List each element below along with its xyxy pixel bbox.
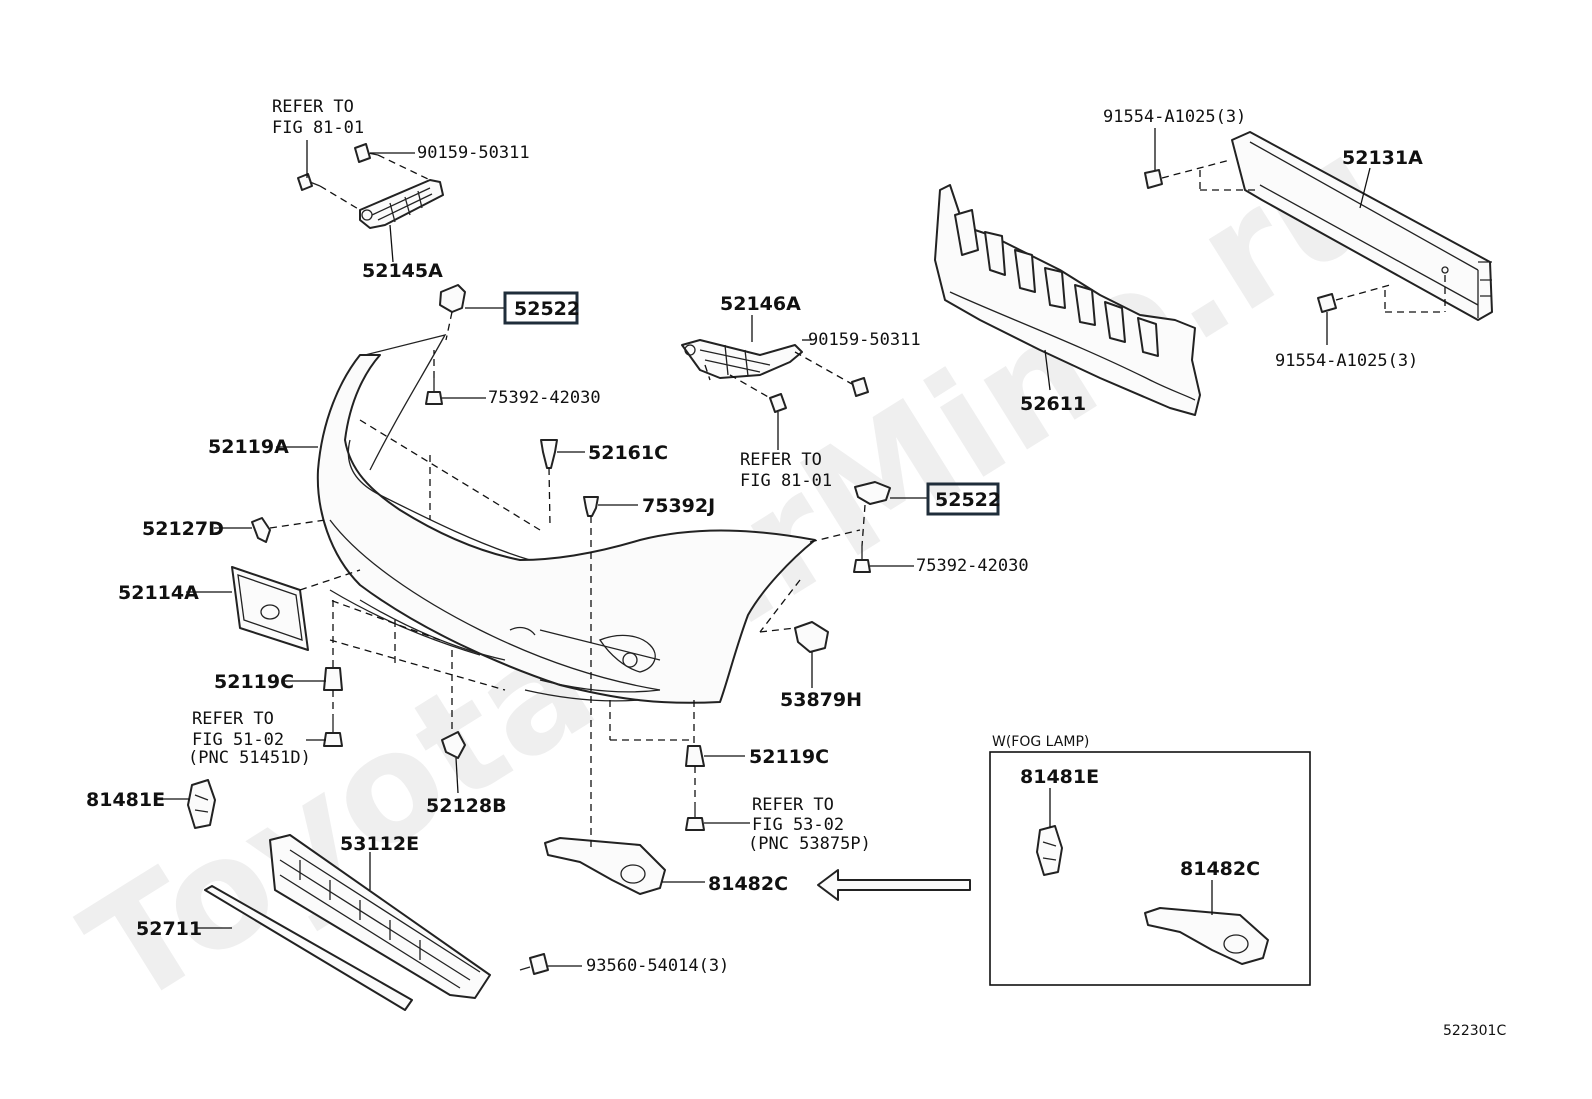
bracket-52145A	[359, 179, 444, 229]
reinforcement-52131A	[1231, 131, 1493, 321]
label-81482C-a: 81482C	[708, 873, 788, 895]
screw-fig51-02	[323, 715, 343, 747]
arrow-left	[817, 869, 971, 901]
bracket-52146A	[681, 339, 803, 379]
highlight-box-52522-a	[503, 291, 579, 325]
label-52114A: 52114A	[118, 582, 199, 604]
label-52161C: 52161C	[588, 442, 668, 464]
screw-fig53-02	[685, 803, 705, 831]
clip-52127D	[251, 517, 271, 543]
bolt-90159-a	[354, 143, 379, 163]
label-refer-81-01-a-line1: REFER TO	[272, 97, 354, 117]
label-91554-b: 91554-A1025(3)	[1275, 351, 1418, 371]
label-52522-b: 52522	[935, 489, 1001, 511]
label-75392J: 75392J	[642, 495, 715, 517]
fog-cover-81481E-a	[187, 779, 216, 829]
screw-75392-b	[853, 546, 871, 573]
clip-52161C	[540, 439, 558, 469]
label-93560: 93560-54014(3)	[586, 956, 729, 976]
bolt-91554-b	[1317, 293, 1337, 313]
label-refer-51-02-line3: (PNC 51451D)	[188, 748, 311, 768]
label-refer-53-02-line3: (PNC 53875P)	[748, 834, 871, 854]
label-81482C-b: 81482C	[1180, 858, 1260, 880]
retainer-52522-a	[439, 284, 466, 313]
label-52131A: 52131A	[1342, 147, 1423, 169]
figure-id: 522301C	[1443, 1023, 1506, 1039]
label-fog-lamp-variant: W(FOG LAMP)	[992, 734, 1089, 750]
label-52119A: 52119A	[208, 436, 289, 458]
screw-93560	[519, 953, 549, 975]
highlight-box-52522-b	[926, 482, 1000, 516]
fog-cover-81481E-b	[1036, 825, 1063, 876]
bracket-53879H	[794, 621, 829, 653]
bolt-fig81-01-a	[297, 173, 321, 191]
clip-52128B	[441, 731, 466, 759]
leader-lines	[156, 128, 1371, 967]
fog-cover-81482C-a	[544, 837, 666, 895]
molding-52711	[204, 885, 413, 1011]
label-52127D: 52127D	[142, 518, 224, 540]
bolt-91554-a	[1144, 169, 1163, 189]
grille-53112E	[269, 834, 491, 999]
label-52119C-a: 52119C	[214, 671, 294, 693]
label-refer-51-02-line1: REFER TO	[192, 709, 274, 729]
clip-75392J	[583, 496, 599, 517]
clip-52119C-a	[323, 667, 343, 691]
label-52146A: 52146A	[720, 293, 801, 315]
bolt-90159-b	[851, 377, 869, 397]
label-90159-b: 90159-50311	[808, 330, 921, 350]
label-75392-42030-b: 75392-42030	[916, 556, 1029, 576]
clip-52119C-b	[685, 745, 705, 767]
fog-cover-81482C-b	[1144, 907, 1269, 965]
label-refer-81-01-a-line2: FIG 81-01	[272, 118, 364, 138]
label-53112E: 53112E	[340, 833, 419, 855]
label-refer-51-02-line2: FIG 51-02	[192, 730, 284, 750]
bumper-cover-52119A	[316, 334, 816, 704]
label-81481E-a: 81481E	[86, 789, 165, 811]
label-52145A: 52145A	[362, 260, 443, 282]
label-refer-81-01-b-line1: REFER TO	[740, 450, 822, 470]
label-90159-a: 90159-50311	[417, 143, 530, 163]
label-52611: 52611	[1020, 393, 1086, 415]
label-53879H: 53879H	[780, 689, 862, 711]
bolt-fig81-01-b	[769, 393, 787, 413]
label-refer-53-02-line2: FIG 53-02	[752, 815, 844, 835]
label-refer-81-01-b-line2: FIG 81-01	[740, 471, 832, 491]
retainer-52522-b	[854, 481, 891, 505]
absorber-52611	[934, 184, 1201, 416]
label-52711: 52711	[136, 918, 202, 940]
screw-75392-a	[425, 378, 443, 405]
label-81481E-b: 81481E	[1020, 766, 1099, 788]
label-52128B: 52128B	[426, 795, 507, 817]
label-refer-53-02-line1: REFER TO	[752, 795, 834, 815]
label-75392-42030-a: 75392-42030	[488, 388, 601, 408]
fog-lamp-variant-frame	[989, 751, 1311, 986]
assembly-dashed-lines	[269, 154, 1446, 850]
label-52522-a: 52522	[514, 298, 580, 320]
license-bracket-52114A	[231, 566, 309, 651]
label-91554-a: 91554-A1025(3)	[1103, 107, 1246, 127]
label-52119C-b: 52119C	[749, 746, 829, 768]
